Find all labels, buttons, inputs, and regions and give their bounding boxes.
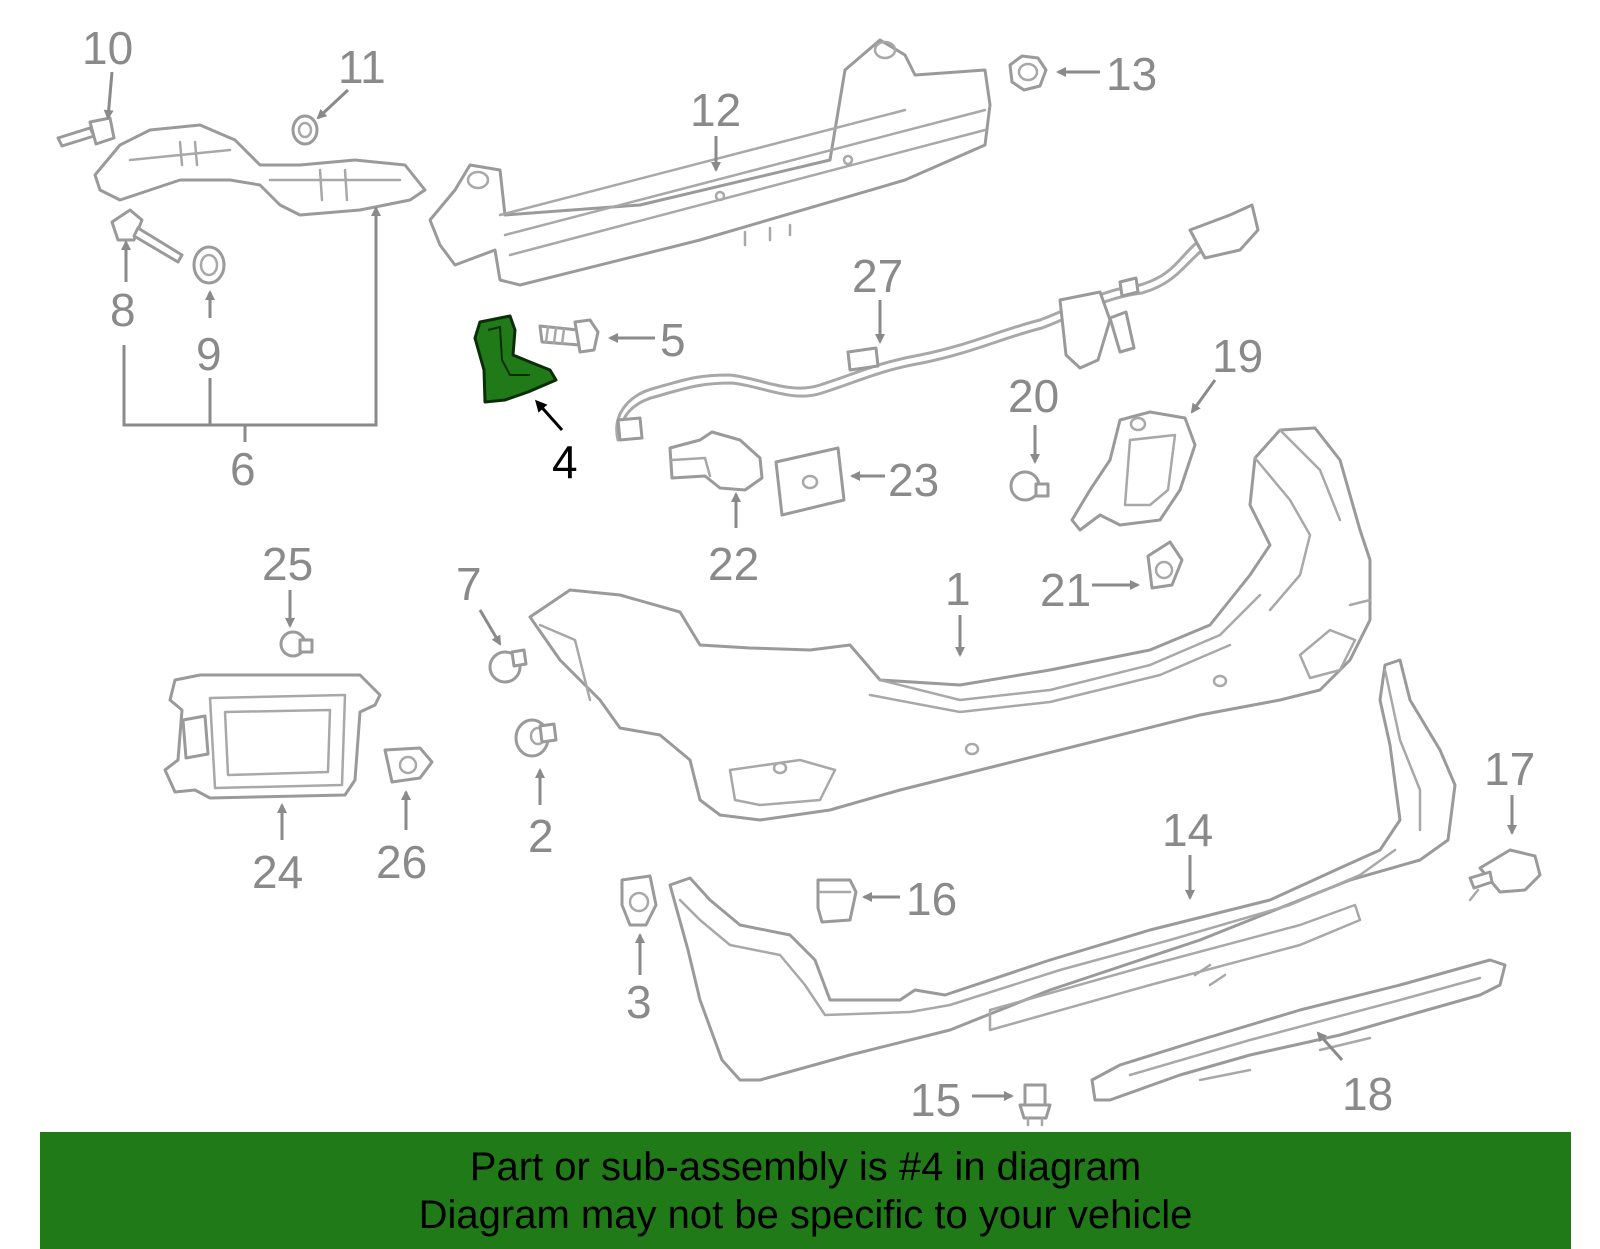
callout-27: 27 [852, 250, 903, 302]
callout-24: 24 [252, 846, 303, 898]
callout-15: 15 [910, 1074, 961, 1126]
callout-11: 11 [338, 41, 386, 93]
push-pin-15 [1018, 1083, 1052, 1127]
banner-line-disclaimer: Diagram may not be specific to your vehi… [418, 1192, 1193, 1237]
callout-5: 5 [660, 314, 686, 366]
callout-3: 3 [626, 976, 652, 1028]
callout-19: 19 [1212, 330, 1263, 382]
callout-16: 16 [906, 873, 957, 925]
callout-18: 18 [1342, 1068, 1393, 1120]
retainer-23 [774, 446, 846, 517]
fastener-2 [514, 718, 558, 758]
sensor-22 [668, 430, 764, 492]
callout-9: 9 [196, 328, 222, 380]
bumper-cover-1 [528, 426, 1372, 822]
nut-13 [1008, 54, 1048, 92]
banner-line-part: Part or sub-assembly is #4 in diagram [469, 1144, 1142, 1189]
lower-valance-14 [668, 658, 1457, 1082]
callout-13: 13 [1106, 48, 1157, 100]
screw-25 [279, 630, 314, 658]
tow-cover-17 [1468, 848, 1542, 902]
leader-lines [103, 67, 1517, 1101]
callout-20: 20 [1008, 370, 1059, 422]
callout-12: 12 [690, 84, 741, 136]
callout-21: 21 [1040, 564, 1091, 616]
highlighted-part-4[interactable] [473, 314, 558, 404]
callout-1: 1 [945, 563, 971, 615]
clip-16 [816, 878, 858, 924]
info-banner: Part or sub-assembly is #4 in diagram Di… [40, 1132, 1571, 1249]
diffuser-18 [1090, 958, 1507, 1102]
callout-7: 7 [456, 558, 482, 610]
reflector-lamp-19 [1070, 410, 1197, 532]
clip-26 [383, 746, 434, 784]
clip-3 [620, 874, 658, 927]
callout-6: 6 [230, 443, 256, 495]
module-24 [163, 673, 382, 800]
side-bracket-assembly [56, 114, 427, 285]
wiring-harness [615, 203, 1260, 442]
callout-14: 14 [1162, 804, 1213, 856]
bolt-5 [538, 318, 600, 354]
callout-25: 25 [262, 538, 313, 590]
callout-22: 22 [708, 538, 759, 590]
callout-4: 4 [552, 436, 578, 488]
exploded-parts-diagram: 10 11 13 12 8 9 6 5 4 27 20 19 22 23 21 … [56, 22, 1542, 1127]
callout-2: 2 [528, 810, 554, 862]
callout-labels: 10 11 13 12 8 9 6 5 4 27 20 19 22 23 21 … [82, 22, 1535, 1126]
clip-21 [1146, 540, 1184, 590]
callout-26: 26 [376, 836, 427, 888]
screw-20 [1009, 470, 1050, 502]
callout-23: 23 [888, 454, 939, 506]
callout-17: 17 [1484, 743, 1535, 795]
fastener-7 [488, 648, 528, 684]
callout-10: 10 [82, 22, 133, 74]
callout-8: 8 [110, 284, 136, 336]
reinforcement-beam [428, 38, 992, 287]
